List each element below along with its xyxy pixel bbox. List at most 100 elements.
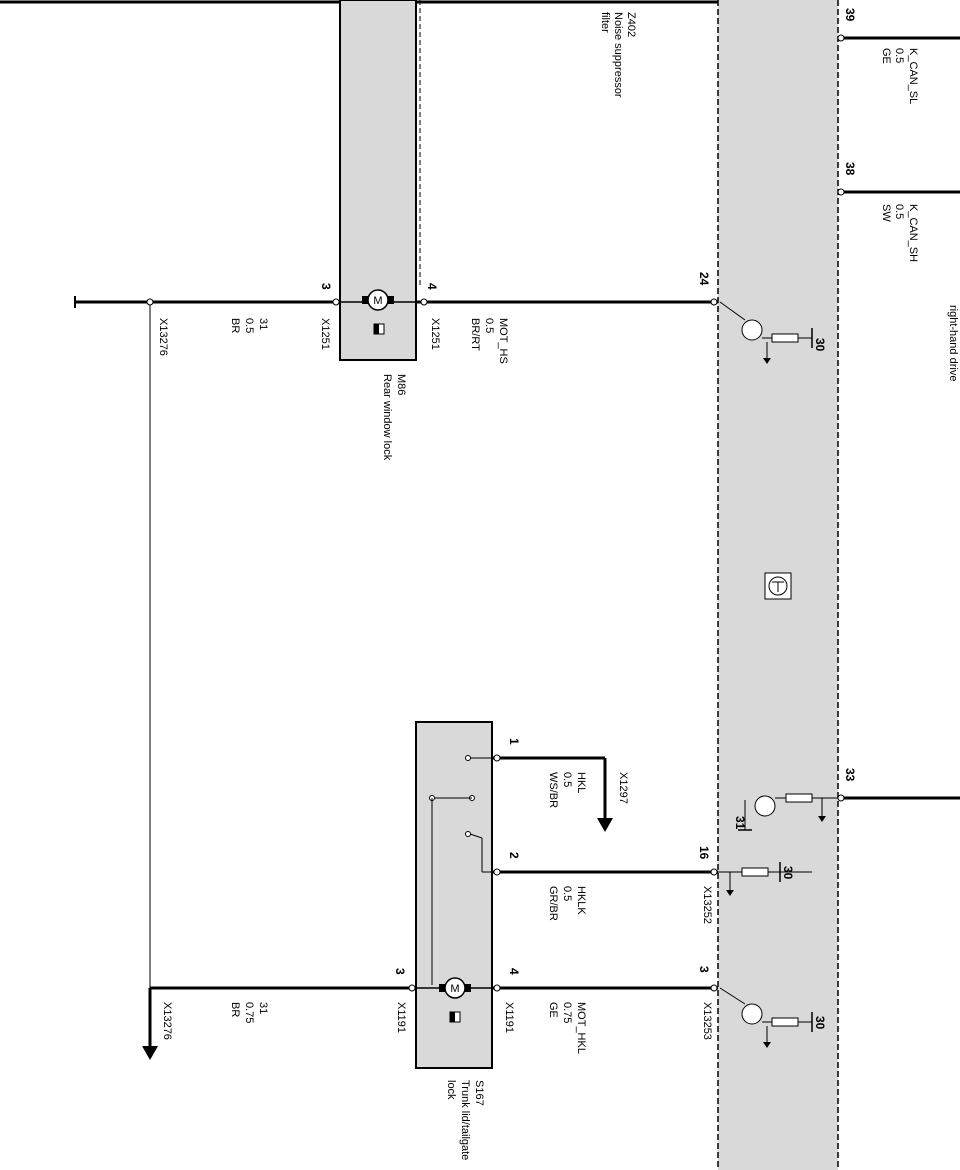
resistor-16 [741,867,769,877]
gnd-bot-size: 0.75 [243,1002,255,1023]
s167-name-line1: Trunk lid/tailgate [459,1080,471,1160]
s167-component-icon-fill [450,1012,455,1022]
gnd-top-size: 0.5 [243,318,255,333]
v30-label-mid: 30 [781,866,795,880]
hklk-size: 0.5 [561,886,573,901]
transistor-top-gnd-arrow [763,358,771,364]
gnd-top-color: BR [229,318,241,333]
s167-switch-line-3 [469,833,483,839]
label-mot-hkl: MOT_HKL 0.75 GE [547,1002,587,1054]
pin-39: 39 [843,8,857,22]
pin-16: 16 [697,846,711,860]
resistor-top [771,333,799,343]
transistor-bot-lead [719,987,746,1005]
x13276-arrow-icon [142,1046,158,1060]
hklk-name: HKLK [575,886,587,915]
m86-name: Rear window lock [381,374,393,461]
pin-24: 24 [697,272,711,286]
s167-pin-4: 4 [507,968,521,975]
pin-33: 33 [843,768,857,782]
s167-name-line2: lock [445,1080,457,1100]
s167-trunk-lock-box [415,721,493,1069]
resistor-bot [771,1017,799,1027]
x1251-left-label: X1251 [319,318,331,350]
m86-motor-symbol: M [373,295,382,307]
pin38-dot [837,188,845,196]
pin-38: 38 [843,162,857,176]
s167-pin-2: 2 [507,852,521,859]
mot-hkl-color: GE [547,1002,559,1018]
mot-hs-size: 0.5 [483,318,495,333]
label-mot-hs: MOT_HS 0.5 BR/RT [469,318,509,364]
rhd-note: right-hand drive [947,305,959,381]
mot-hs-name: MOT_HS [497,318,509,364]
s167-pin3-dot [408,984,416,992]
s167-switch-contact-1 [465,755,471,761]
m86-component-icon-fill [374,324,379,334]
transistor-bot-gnd-arrow [763,1042,771,1048]
transistor-top-icon [741,319,763,341]
kcan-sl-name: K_CAN_SL [907,48,919,104]
s167-switch-contact-4 [465,831,471,837]
kcan-sl-size: 0.5 [893,48,905,63]
hkl-color: WS/BR [547,772,559,808]
v30-label-bot: 30 [813,1016,827,1030]
z402-name-line2: filter [599,12,611,33]
kcan-sh-name: K_CAN_SH [907,204,919,262]
s167-motor-brush-right [465,984,471,992]
module-pin-3: 3 [697,966,711,973]
transistor-bot-icon [741,1003,763,1025]
hklk-color: GR/BR [547,886,559,921]
m86-id: M86 [395,374,407,395]
label-z402: Z402 Noise suppressor filter [599,12,637,98]
pin33-gnd-arrow [818,816,826,822]
s167-pin-1: 1 [507,738,521,745]
x1251-right-label: X1251 [429,318,441,350]
x1191-left-label: X1191 [395,1002,407,1033]
label-gnd-bot: 31 0.75 BR [229,1002,269,1023]
z402-id: Z402 [625,12,637,37]
m86-motor-brush-left [362,296,368,304]
m86-pin-4: 4 [425,283,439,290]
m86-pin3-dot [332,298,340,306]
hkl-name: HKL [575,772,587,793]
module-pin16-dot [710,868,718,876]
mot-hkl-size: 0.75 [561,1002,573,1023]
gnd-top-name: 31 [257,318,269,330]
transistor-33-icon [754,795,776,817]
s167-id: S167 [473,1080,485,1106]
v30-label-top: 30 [813,338,827,352]
s167-pin-3: 3 [393,968,407,975]
module-pin24-dot [710,298,718,306]
transistor-top-lead [719,301,746,321]
label-hkl: HKL 0.5 WS/BR [547,772,587,808]
x13276-bot-label: X13276 [161,1002,173,1040]
label-kcan-sh: K_CAN_SH 0.5 SW [880,204,919,262]
resistor-33 [785,793,813,803]
x13253-label: X13253 [701,1002,713,1040]
m86-pin-3: 3 [319,283,333,290]
module-pin3-dot [710,984,718,992]
label-m86: M86 Rear window lock [381,374,407,461]
s167-motor-symbol: M [450,983,459,995]
s167-pin1-dot [493,754,501,762]
m86-motor-brush-right [388,296,394,304]
x1297-arrow-icon [597,818,613,832]
x1297-label: X1297 [617,772,629,804]
gnd-bot-name: 31 [257,1002,269,1014]
s167-pin2-dot [493,868,501,876]
kcan-sh-color: SW [880,204,892,222]
m86-pin4-dot [420,298,428,306]
s167-motor-brush-left [439,984,445,992]
x13276-splice-top [146,298,154,306]
v31-label: 31 [733,816,747,830]
pin16-gnd-arrow [726,890,734,896]
pin33-dot [837,794,845,802]
hkl-size: 0.5 [561,772,573,787]
label-kcan-sl: K_CAN_SL 0.5 GE [880,48,919,104]
ground-symbol-circle [768,576,788,596]
ground-symbol-mark [772,581,784,592]
kcan-sl-color: GE [880,48,892,64]
x13276-top-label: X13276 [157,318,169,356]
label-s167: S167 Trunk lid/tailgate lock [445,1080,485,1160]
